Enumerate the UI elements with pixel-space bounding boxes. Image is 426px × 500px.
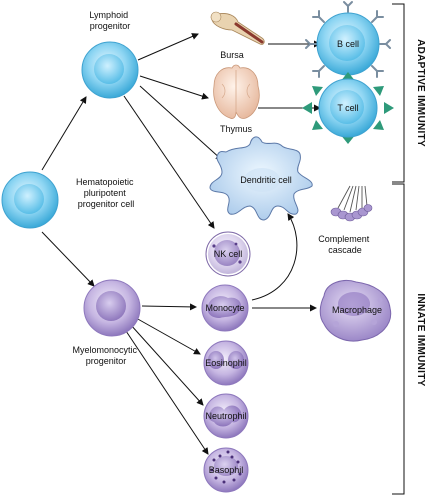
arrow-myelo-to-eosinophil (135, 317, 201, 355)
basophil-cell (203, 447, 249, 493)
macrophage-label: Macrophage (332, 305, 382, 315)
dendritic-label: Dendritic cell (240, 175, 292, 185)
hsc-cell (1, 171, 59, 229)
nk-cell-label: NK cell (214, 249, 243, 259)
arrow-myelo-to-neutrophil (129, 323, 204, 406)
arrow-lymphoid-to-dendritic (139, 85, 223, 161)
arrow-myelo-to-basophil (123, 327, 209, 455)
myelo-progenitor-cell (83, 279, 141, 337)
arrow-lymphoid-to-bursa (137, 33, 199, 61)
complement-icon (330, 185, 373, 222)
thymus-organ (213, 64, 260, 119)
innate-bracket (392, 183, 405, 495)
b-cell-label: B cell (337, 39, 359, 49)
monocyte-label: Monocyte (205, 303, 244, 313)
lymphoid-progenitor-cell (81, 41, 139, 99)
nk-cell (205, 231, 251, 277)
lymphoid-label: Lymphoid progenitor (89, 10, 130, 31)
innate-immunity-label: INNATE IMMUNITY (415, 293, 426, 386)
arrow-lymphoid-to-nk (123, 95, 215, 229)
bursa-label: Bursa (220, 50, 244, 60)
arrow-lymphoid-to-thymus (139, 75, 209, 100)
arrow-monocyte-to-dendritic (251, 213, 298, 301)
arrow-hsc-to-lymphoid (41, 96, 87, 171)
section-brackets (392, 3, 405, 495)
neutrophil-label: Neutrophil (205, 411, 246, 421)
thymus-label: Thymus (220, 124, 253, 134)
myelo-label: Myelomonocytic progenitor (72, 345, 139, 366)
arrow-hsc-to-myelo (41, 231, 95, 287)
bursa-organ (210, 11, 265, 45)
neutrophil-cell (203, 393, 249, 439)
arrows (41, 33, 321, 455)
monocyte-cell (201, 284, 249, 332)
eosinophil-cell (203, 340, 249, 386)
hsc-label: Hematopoietic pluripotent progenitor cel… (76, 177, 136, 209)
dendritic-cell (209, 136, 313, 221)
t-cell (302, 72, 394, 144)
t-cell-label: T cell (337, 103, 358, 113)
adaptive-bracket (392, 3, 405, 183)
arrow-myelo-to-monocyte (141, 303, 197, 311)
complement-label: Complement cascade (318, 234, 372, 255)
adaptive-immunity-label: ADAPTIVE IMMUNITY (415, 39, 426, 147)
macrophage-cell (319, 280, 392, 342)
eosinophil-label: Eosinophil (205, 358, 247, 368)
basophil-label: Basophil (209, 465, 244, 475)
